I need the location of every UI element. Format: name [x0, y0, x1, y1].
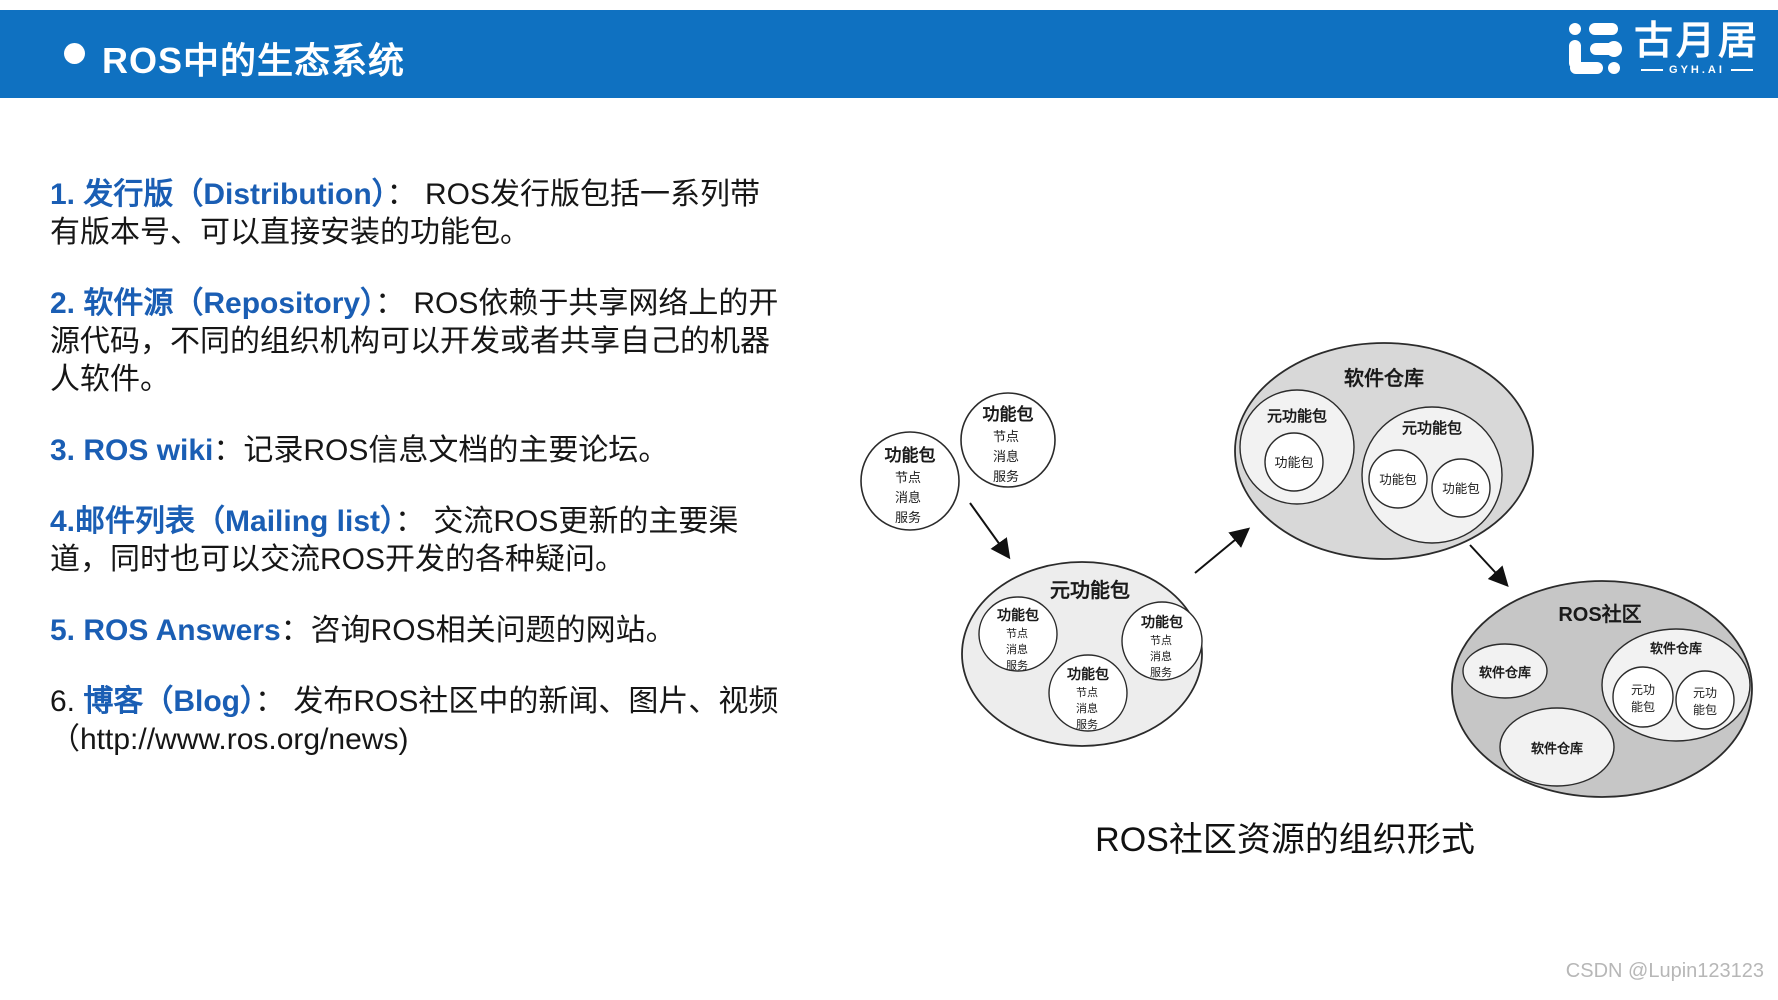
svg-text:服务: 服务: [1150, 666, 1172, 679]
package-circle-b: 功能包 节点 消息 服务: [960, 392, 1056, 488]
arrow-to-repository: [1194, 527, 1251, 574]
list-item-ros-wiki: 3. ROS wiki：记录ROS信息文档的主要论坛。: [50, 432, 790, 470]
svg-text:节点: 节点: [1076, 686, 1098, 699]
content-list: 1. 发行版（Distribution）： ROS发行版包括一系列带有版本号、可…: [50, 176, 790, 792]
svg-text:功能包: 功能包: [1067, 666, 1109, 682]
list-item-blog: 6. 博客（Blog）： 发布ROS社区中的新闻、图片、视频（http://ww…: [50, 683, 790, 759]
package-circle-a: 功能包 节点 消息 服务: [860, 431, 960, 531]
svg-text:能包: 能包: [1693, 703, 1717, 717]
svg-text:服务: 服务: [993, 469, 1019, 484]
svg-text:节点: 节点: [1006, 627, 1028, 640]
list-item-distribution: 1. 发行版（Distribution）： ROS发行版包括一系列带有版本号、可…: [50, 176, 790, 252]
svg-text:消息: 消息: [895, 490, 921, 505]
brand-words: 古月居 GYH.AI: [1633, 19, 1760, 76]
repository-ellipse: 软件仓库 元功能包 功能包 元功能包 功能包 功能包: [1234, 342, 1534, 560]
brand-name: 古月居: [1633, 19, 1760, 63]
svg-text:功能包: 功能包: [997, 607, 1039, 623]
metapackage-ellipse: 元功能包 功能包 节点 消息 服务 功能包 节点 消息 服务 功能包 节点 消息: [961, 561, 1203, 747]
svg-text:元功: 元功: [1693, 686, 1717, 700]
item-lead: 3. ROS wiki: [50, 434, 214, 467]
svg-text:消息: 消息: [993, 449, 1019, 464]
community-repo-right: 软件仓库 元功 能包 元功 能包: [1601, 628, 1751, 742]
metapackage-inner-circle-2: 功能包 节点 消息 服务: [1048, 654, 1128, 732]
svg-text:消息: 消息: [1150, 649, 1172, 663]
repo-metapackage-left: 元功能包 功能包: [1239, 389, 1355, 505]
dash-right: [1730, 68, 1753, 71]
item-body: ： 发布ROS社区中的新闻、图片、视频（http://www.ros.org/n…: [50, 685, 779, 756]
svg-text:节点: 节点: [993, 429, 1019, 444]
svg-text:软件仓库: 软件仓库: [1531, 741, 1583, 756]
svg-text:元功能包: 元功能包: [1402, 419, 1462, 437]
dash-left: [1641, 68, 1664, 71]
gyh-logo-icon: [1568, 23, 1622, 74]
item-lead: 1. 发行版（Distribution）: [50, 178, 387, 211]
brand-subtitle: GYH.AI: [1641, 64, 1753, 76]
svg-text:软件仓库: 软件仓库: [1479, 665, 1531, 680]
brand-domain: GYH.AI: [1669, 63, 1725, 76]
ros-community-diagram: 功能包 节点 消息 服务 功能包 节点 消息 服务 元功能包 功能包 节点 消息…: [860, 342, 1753, 798]
svg-text:功能包: 功能包: [1274, 455, 1313, 470]
item-body: ： ROS发行版包括一系列带有版本号、可以直接安装的功能包。: [50, 178, 761, 249]
header-bar: ROS中的生态系统 古月居 GYH.AI: [0, 10, 1778, 98]
item-body: ：咨询ROS相关问题的网站。: [280, 614, 676, 647]
svg-text:功能包: 功能包: [983, 404, 1034, 424]
item-lead: 博客（Blog）: [83, 685, 256, 718]
list-item-ros-answers: 5. ROS Answers：咨询ROS相关问题的网站。: [50, 612, 790, 650]
community-repo-small: 软件仓库: [1462, 643, 1548, 699]
svg-text:节点: 节点: [895, 470, 921, 485]
metapackage-inner-circle-3: 功能包 节点 消息 服务: [1121, 601, 1203, 681]
svg-text:元功: 元功: [1631, 683, 1655, 697]
svg-text:元功能包: 元功能包: [1050, 578, 1130, 602]
svg-text:ROS社区: ROS社区: [1558, 602, 1641, 626]
repo-metapackage-right: 元功能包 功能包 功能包: [1361, 406, 1503, 544]
svg-text:消息: 消息: [1006, 642, 1028, 656]
item-body: ： ROS依赖于共享网络上的开源代码，不同的组织机构可以开发或者共享自己的机器人…: [50, 287, 779, 396]
item-body: ：记录ROS信息文档的主要论坛。: [213, 434, 669, 467]
svg-text:能包: 能包: [1631, 700, 1655, 714]
community-ellipse: ROS社区 软件仓库 软件仓库 软件仓库 元功 能包 元功 能包: [1451, 580, 1753, 798]
svg-text:节点: 节点: [1150, 634, 1172, 647]
item-number: 6.: [50, 685, 84, 718]
svg-text:消息: 消息: [1076, 701, 1098, 715]
list-item-repository: 2. 软件源（Repository）： ROS依赖于共享网络上的开源代码，不同的…: [50, 285, 790, 399]
arrow-to-metapackage: [969, 502, 1011, 560]
svg-text:服务: 服务: [1006, 659, 1028, 672]
metapackage-inner-circle-1: 功能包 节点 消息 服务: [978, 596, 1058, 672]
title-bullet-icon: [64, 43, 85, 64]
svg-text:功能包: 功能包: [1141, 614, 1183, 630]
item-body: ： 交流ROS更新的主要渠道，同时也可以交流ROS开发的各种疑问。: [50, 505, 739, 576]
svg-text:功能包: 功能包: [1442, 482, 1480, 496]
item-lead: 2. 软件源（Repository）: [50, 287, 376, 320]
item-lead: 5. ROS Answers: [50, 614, 281, 647]
item-lead: 4.邮件列表（Mailing list）: [50, 505, 396, 538]
svg-text:功能包: 功能包: [1379, 473, 1417, 487]
svg-text:软件仓库: 软件仓库: [1344, 366, 1424, 390]
community-repo-bottom: 软件仓库: [1499, 707, 1615, 787]
list-item-mailing-list: 4.邮件列表（Mailing list）： 交流ROS更新的主要渠道，同时也可以…: [50, 503, 790, 579]
svg-text:元功能包: 元功能包: [1267, 407, 1327, 425]
watermark-text: CSDN @Lupin123123: [1565, 960, 1764, 982]
svg-text:功能包: 功能包: [885, 445, 936, 465]
brand-logo: 古月居 GYH.AI: [1566, 19, 1760, 77]
svg-text:服务: 服务: [1076, 718, 1098, 731]
page-title: ROS中的生态系统: [102, 40, 406, 81]
arrow-to-community: [1469, 544, 1509, 587]
svg-text:服务: 服务: [895, 510, 921, 525]
svg-text:软件仓库: 软件仓库: [1650, 641, 1702, 656]
diagram-caption: ROS社区资源的组织形式: [1095, 821, 1475, 859]
